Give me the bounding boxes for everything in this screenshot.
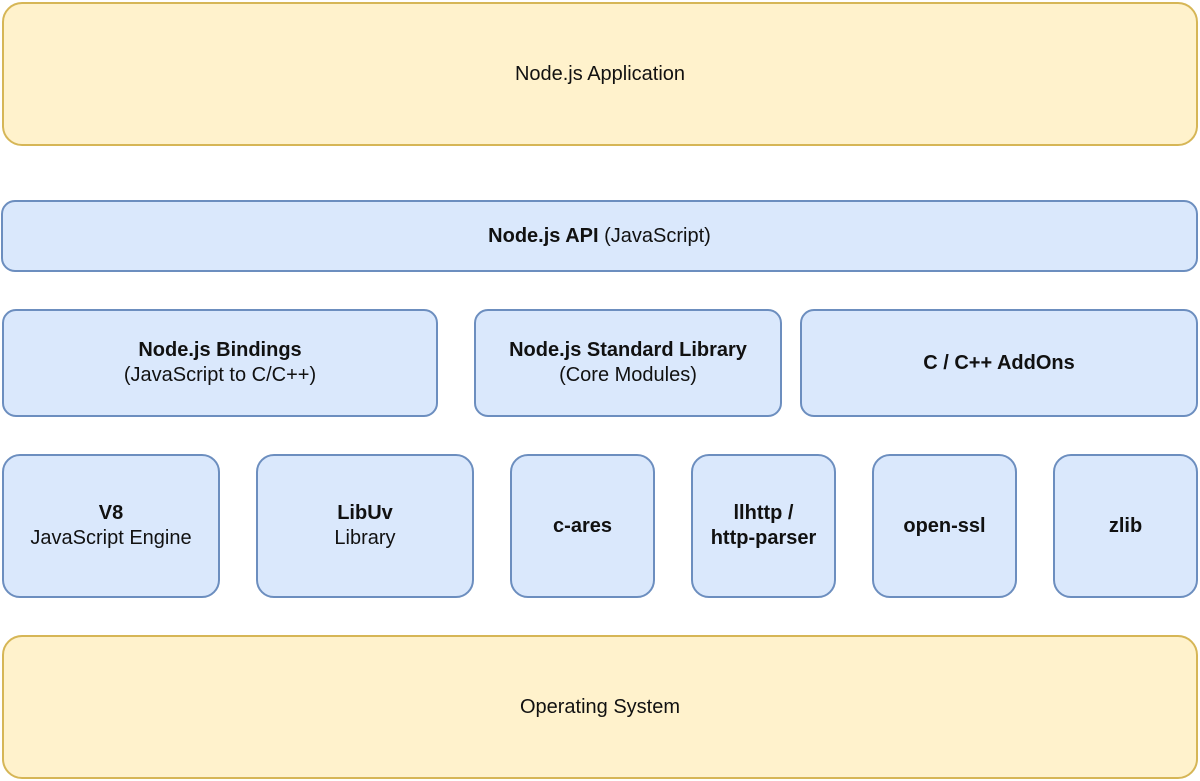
nodejs-bindings-box: Node.js Bindings (JavaScript to C/C++) xyxy=(2,309,438,417)
open-ssl-box: open-ssl xyxy=(872,454,1017,598)
zlib-box: zlib xyxy=(1053,454,1198,598)
operating-system-layer: Operating System xyxy=(2,635,1198,779)
nodejs-api-layer: Node.js API (JavaScript) xyxy=(1,200,1198,272)
nodejs-standard-library-box: Node.js Standard Library (Core Modules) xyxy=(474,309,782,417)
operating-system-label: Operating System xyxy=(519,695,681,718)
llhttp-title-line2: http-parser xyxy=(710,527,817,549)
nodejs-api-title: Node.js API xyxy=(488,224,599,247)
v8-subtitle: JavaScript Engine xyxy=(30,527,192,549)
libuv-subtitle: Library xyxy=(334,527,396,549)
zlib-title: zlib xyxy=(1108,514,1143,537)
open-ssl-title: open-ssl xyxy=(903,514,986,537)
v8-box: V8 JavaScript Engine xyxy=(2,454,220,598)
libuv-box: LibUv Library xyxy=(256,454,474,598)
nodejs-application-label: Node.js Application xyxy=(514,62,686,85)
c-cpp-addons-box: C / C++ AddOns xyxy=(800,309,1198,417)
nodejs-bindings-subtitle: (JavaScript to C/C++) xyxy=(123,364,317,386)
llhttp-box: llhttp / http-parser xyxy=(691,454,836,598)
llhttp-title-line1: llhttp / xyxy=(733,502,794,524)
nodejs-api-subtitle: (JavaScript) xyxy=(598,224,711,247)
c-ares-box: c-ares xyxy=(510,454,655,598)
c-ares-title: c-ares xyxy=(553,514,612,537)
c-cpp-addons-title: C / C++ AddOns xyxy=(923,351,1075,374)
nodejs-standard-library-subtitle: (Core Modules) xyxy=(559,364,697,386)
nodejs-bindings-title: Node.js Bindings xyxy=(138,339,302,361)
nodejs-application-layer: Node.js Application xyxy=(2,2,1198,146)
nodejs-standard-library-title: Node.js Standard Library xyxy=(509,339,747,361)
v8-title: V8 xyxy=(98,502,124,524)
libuv-title: LibUv xyxy=(337,502,393,524)
